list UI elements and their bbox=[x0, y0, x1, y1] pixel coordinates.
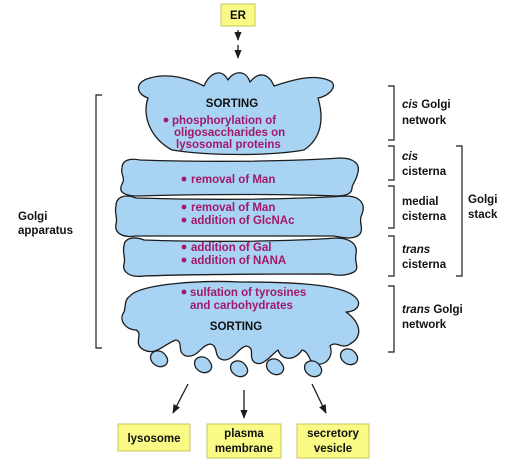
cis-cisterna-label: cis bbox=[402, 151, 418, 163]
process-removal-man-1: removal of Man bbox=[191, 174, 275, 186]
process-addition-nana: addition of NANA bbox=[191, 255, 286, 267]
bullet-dot bbox=[181, 204, 187, 210]
process-addition-gal: addition of Gal bbox=[191, 242, 272, 254]
plasma-membrane-label-1: plasma bbox=[224, 428, 264, 440]
process-oligosaccharides: oligosaccharides on bbox=[174, 127, 285, 139]
process-removal-man-2: removal of Man bbox=[191, 202, 275, 214]
exit-arrows bbox=[172, 383, 327, 419]
destination-secretory-vesicle: secretory vesicle bbox=[296, 423, 370, 459]
golgi-stack-label-1: Golgi bbox=[468, 194, 497, 206]
process-addition-glcnac: addition of GlcNAc bbox=[191, 215, 295, 227]
golgi-stack-label-2: stack bbox=[468, 209, 498, 221]
trans-golgi-network bbox=[121, 280, 360, 365]
sorting-label-bottom: SORTING bbox=[210, 321, 262, 333]
bullet-dot bbox=[181, 244, 187, 250]
medial-cisterna-label-2: cisterna bbox=[402, 211, 447, 223]
trans-cisterna-label-2: cisterna bbox=[402, 259, 447, 271]
er-label: ER bbox=[230, 10, 247, 22]
trans-network-bracket bbox=[388, 285, 395, 353]
trans-network-vesicles bbox=[149, 348, 359, 378]
er-box: ER bbox=[220, 3, 256, 27]
process-sulfation: sulfation of tyrosines bbox=[190, 287, 306, 299]
cis-network-sorting: SORTING bbox=[206, 98, 258, 110]
cis-cisterna-label-2: cisterna bbox=[402, 166, 447, 178]
destination-plasma-membrane: plasma membrane bbox=[206, 423, 282, 459]
bullet-dot bbox=[181, 217, 187, 223]
bullet-dot bbox=[181, 289, 187, 295]
bullet-dot bbox=[181, 176, 187, 182]
process-phosphorylation: phosphorylation of bbox=[172, 115, 276, 127]
process-lysosomal: lysosomal proteins bbox=[176, 139, 281, 151]
trans-network-label-2: network bbox=[402, 319, 447, 331]
secretory-vesicle-label-2: vesicle bbox=[314, 443, 352, 455]
secretory-vesicle-label-1: secretory bbox=[307, 428, 359, 440]
medial-cisterna-bracket bbox=[388, 185, 395, 229]
golgi-apparatus-label-1: Golgi bbox=[18, 211, 47, 223]
golgi-apparatus-label-2: apparatus bbox=[18, 225, 73, 237]
cis-network-bracket bbox=[388, 85, 395, 141]
cis-cisterna bbox=[120, 157, 360, 197]
process-carbohydrates: and carbohydrates bbox=[190, 300, 293, 312]
cis-golgi-network bbox=[137, 72, 334, 156]
cis-network-label: cis Golgi bbox=[402, 99, 451, 111]
trans-cisterna-label: trans bbox=[402, 244, 430, 256]
golgi-stack-bracket bbox=[456, 145, 463, 277]
trans-network-label: trans Golgi bbox=[402, 304, 463, 316]
cis-cisterna-bracket bbox=[388, 145, 395, 181]
medial-cisterna-label: medial bbox=[402, 196, 438, 208]
bullet-dot bbox=[181, 257, 187, 263]
lysosome-label: lysosome bbox=[127, 433, 180, 445]
plasma-membrane-label-2: membrane bbox=[215, 443, 273, 455]
sorting-label-top: SORTING bbox=[206, 98, 258, 110]
medial-cisterna bbox=[114, 195, 364, 239]
golgi-apparatus-bracket bbox=[95, 94, 102, 349]
destination-lysosome: lysosome bbox=[117, 423, 191, 452]
bullet-dot bbox=[163, 117, 169, 123]
cis-network-label-2: network bbox=[402, 115, 447, 127]
trans-cisterna-bracket bbox=[388, 235, 395, 277]
